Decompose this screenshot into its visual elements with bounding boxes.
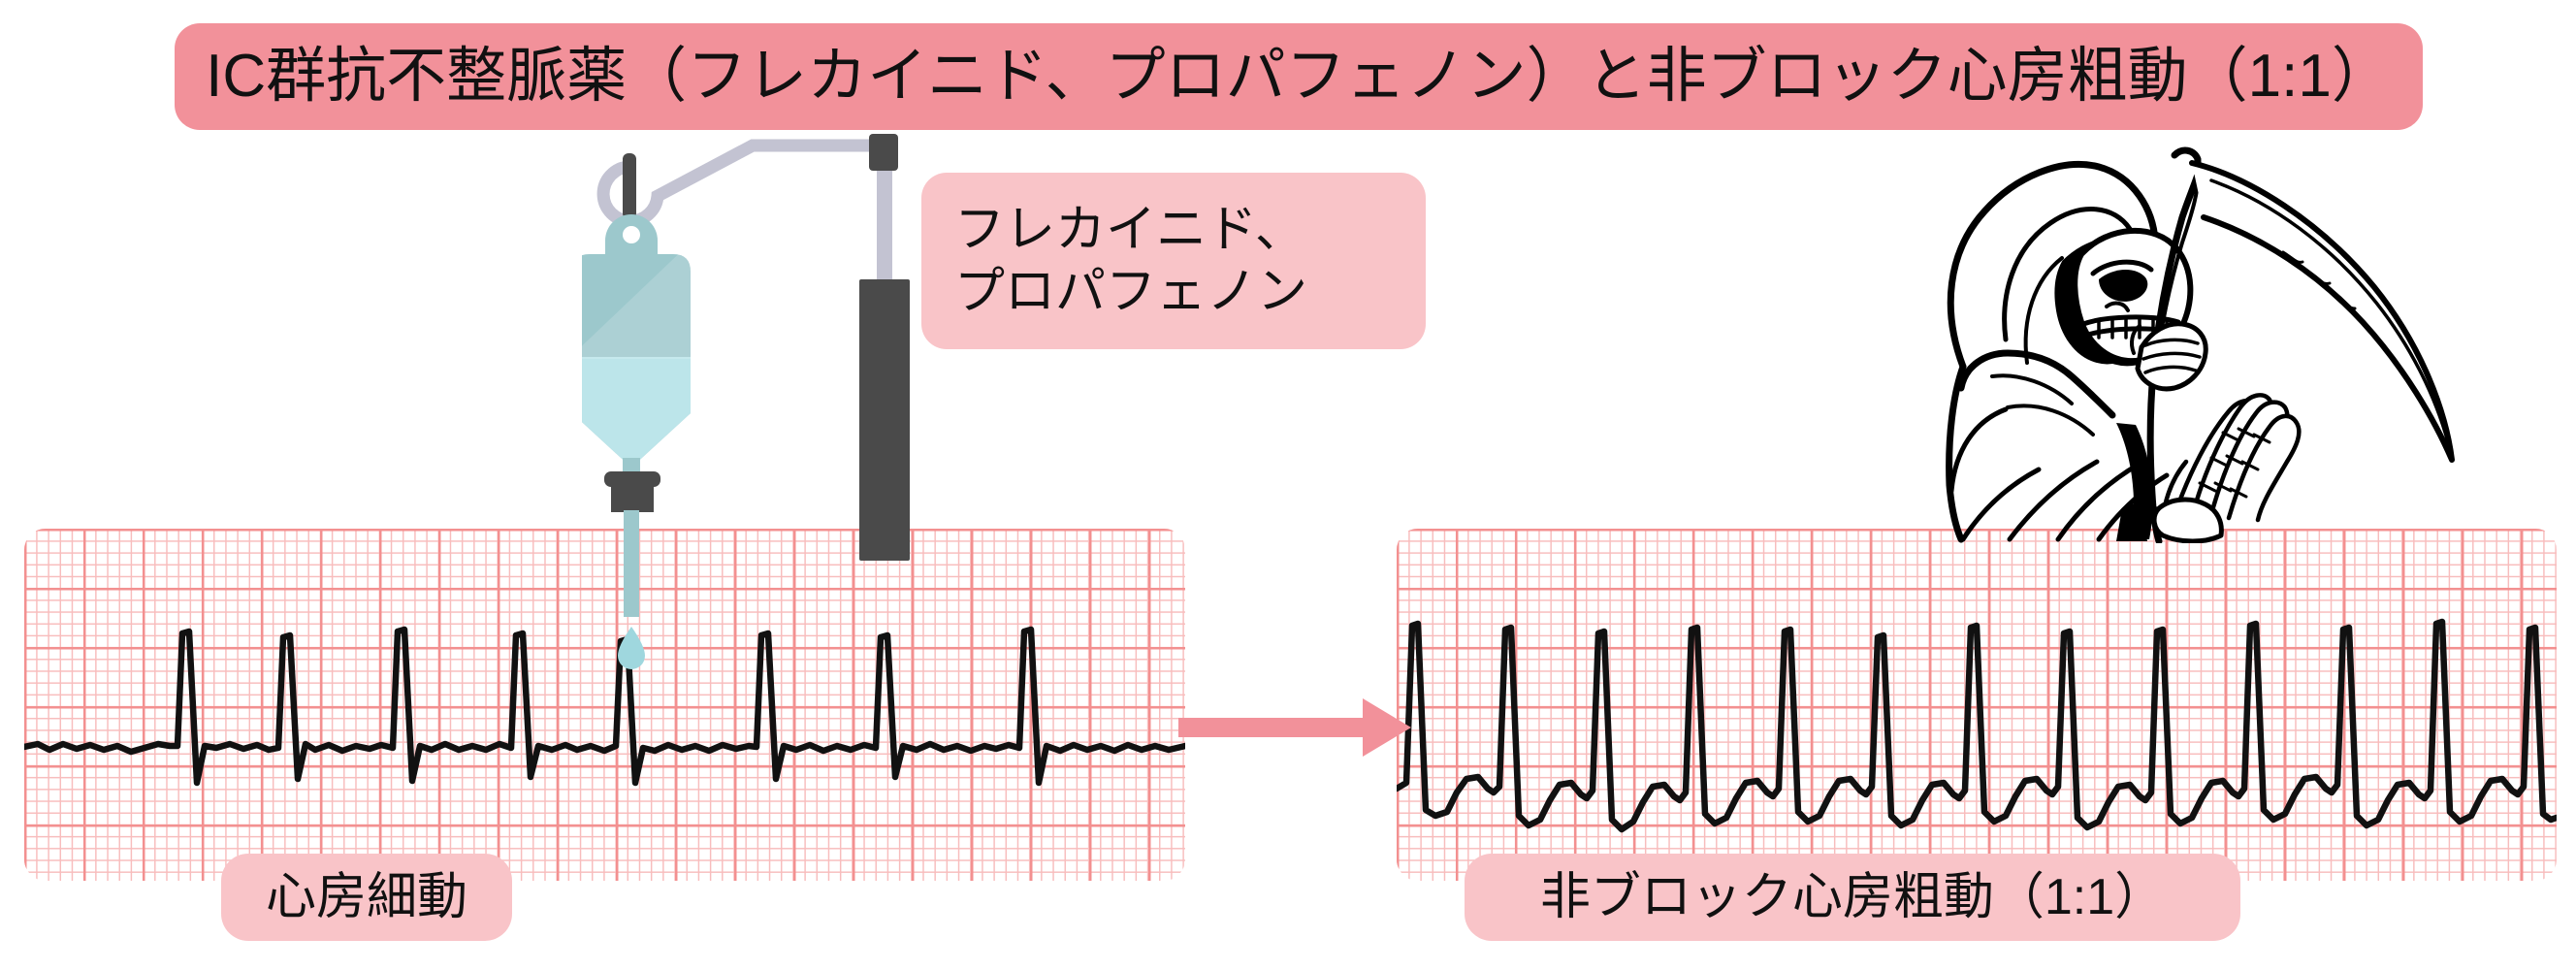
ecg-trace-atrial-fibrillation xyxy=(24,626,1185,787)
iv-hook-icon xyxy=(596,139,880,228)
iv-drip-chamber xyxy=(611,483,654,512)
ecg-strip-atrial-fibrillation xyxy=(24,529,1185,881)
right-arrow-icon xyxy=(1178,698,1411,757)
label-atrial-flutter: 非ブロック心房粗動（1:1） xyxy=(1465,854,2240,941)
drug-callout: フレカイニド、 プロパフェノン xyxy=(921,173,1426,349)
drug-callout-line-2: プロパフェノン xyxy=(954,264,1308,320)
ecg-strip-atrial-flutter xyxy=(1397,529,2557,881)
syringe-pump-icon xyxy=(859,279,910,561)
grim-reaper-icon xyxy=(1946,146,2455,543)
page-title: IC群抗不整脈薬（フレカイニド、プロパフェノン）と非ブロック心房粗動（1:1） xyxy=(206,43,2392,110)
title-banner: IC群抗不整脈薬（フレカイニド、プロパフェノン）と非ブロック心房粗動（1:1） xyxy=(175,23,2423,130)
iv-bag-eyelet xyxy=(623,226,640,243)
iv-drip-bag-icon xyxy=(582,254,691,468)
iv-hanger-tab xyxy=(623,153,636,219)
droplet-icon xyxy=(618,627,645,669)
iv-connector-block xyxy=(869,134,898,171)
ecg-grid xyxy=(24,529,1185,881)
iv-tube xyxy=(624,510,639,617)
drug-callout-line-1: フレカイニド、 xyxy=(954,201,1305,258)
label-atrial-fibrillation: 心房細動 xyxy=(221,854,512,941)
iv-drip-apparatus xyxy=(582,134,910,669)
ecg-trace-atrial-flutter xyxy=(1397,618,2557,833)
